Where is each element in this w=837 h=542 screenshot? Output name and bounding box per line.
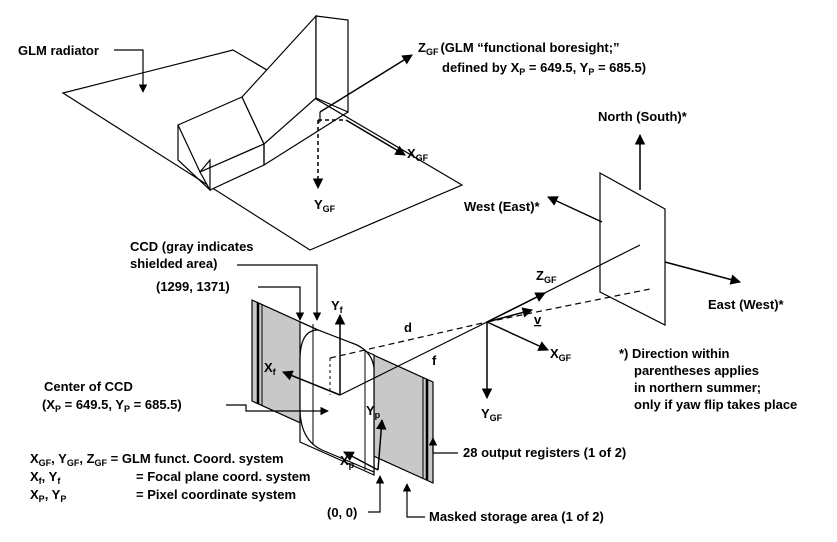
- corner-pointer: [258, 286, 305, 321]
- focal-length-f-line: [339, 321, 488, 396]
- output-registers-pointer: [428, 437, 458, 454]
- zgf-definition: defined by XP = 649.5, YP = 685.5): [442, 60, 646, 77]
- distance-d-line: [329, 321, 488, 359]
- zgf-axis-top: [319, 54, 413, 113]
- footnote-line2: parentheses applies: [634, 363, 759, 378]
- glm-radiator-label: GLM radiator: [18, 43, 99, 58]
- legend-line2: Xf, Yf: [30, 469, 61, 486]
- east-arrow: [664, 261, 742, 285]
- yp-label: Yp: [366, 403, 381, 420]
- yp-axis: [376, 418, 387, 471]
- xf-axis: [282, 370, 341, 396]
- xp-label: Xp: [340, 453, 355, 470]
- ygf-label-top: YGF: [314, 197, 336, 214]
- v-label: v: [534, 312, 542, 327]
- north-label: North (South)*: [598, 109, 688, 124]
- xgf-axis-top: [345, 119, 406, 156]
- west-label: West (East)*: [464, 199, 541, 214]
- legend-line2-desc: = Focal plane coord. system: [136, 469, 310, 484]
- masked-pointer: [402, 483, 425, 518]
- yf-label: Yf: [331, 298, 344, 315]
- legend-line1: XGF, YGF, ZGF = GLM funct. Coord. system: [30, 451, 284, 468]
- xgf-label-top: XGF: [407, 146, 429, 163]
- zgf-axis-bottom: [486, 292, 546, 323]
- xgf-label-bottom: XGF: [550, 346, 572, 363]
- footnote-line1: *) Direction within: [619, 346, 730, 361]
- xp-axis: [343, 451, 379, 471]
- xgf-axis-bottom: [486, 321, 549, 351]
- view-vector-dashed: [486, 288, 651, 323]
- center-pointer: [226, 404, 329, 416]
- legend-line3: XP, YP: [30, 487, 66, 504]
- radiator-pointer: [114, 49, 148, 93]
- xf-label: Xf: [264, 360, 277, 377]
- ygf-label-bottom: YGF: [481, 406, 503, 423]
- ccd-label-line1: CCD (gray indicates: [130, 239, 254, 254]
- legend-line3-desc: = Pixel coordinate system: [136, 487, 296, 502]
- center-label-line1: Center of CCD: [44, 379, 133, 394]
- east-label: East (West)*: [708, 297, 785, 312]
- output-registers-label: 28 output registers (1 of 2): [463, 445, 626, 460]
- center-label-line2: (XP = 649.5, YP = 685.5): [42, 397, 182, 414]
- glm-horn: [177, 14, 349, 192]
- zgf-label-bottom: ZGF: [536, 268, 557, 285]
- v-vector: [486, 307, 534, 323]
- f-label: f: [432, 353, 437, 368]
- ccd-label-line2: shielded area): [130, 256, 217, 271]
- west-arrow: [547, 196, 603, 223]
- footnote-line4: only if yaw flip takes place: [634, 397, 797, 412]
- ccd-pointer: [237, 264, 322, 321]
- origin-label: (0, 0): [327, 505, 357, 520]
- d-label: d: [404, 320, 412, 335]
- footnote-line3: in northern summer;: [634, 380, 761, 395]
- masked-label: Masked storage area (1 of 2): [429, 509, 604, 524]
- origin-pointer: [368, 475, 385, 513]
- zgf-label-top: ZGF(GLM “functional boresight;”: [418, 40, 620, 57]
- corner-label: (1299, 1371): [156, 279, 230, 294]
